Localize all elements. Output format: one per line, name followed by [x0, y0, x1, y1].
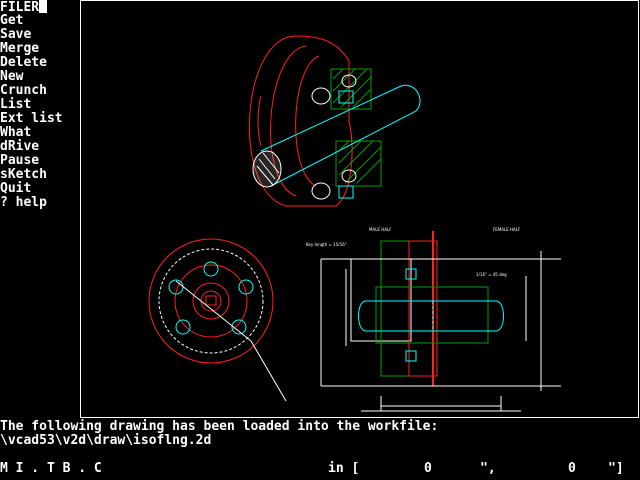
menu-item-ext-list[interactable]: Ext list [0, 111, 63, 126]
gap-note-label: 1/16" = 45 deg [476, 272, 507, 277]
message-line-1: The following drawing has been loaded in… [0, 419, 439, 434]
coord-x: 0 [424, 461, 432, 476]
coord-y: 0 [568, 461, 576, 476]
male-half-label: MALE HALF [369, 227, 392, 232]
menu-item-drive[interactable]: dRive [0, 139, 40, 154]
menu-item-quit[interactable]: Quit [0, 181, 32, 196]
menu-item-delete[interactable]: Delete [0, 55, 47, 70]
units-label: in [ [328, 461, 360, 476]
female-half-label: FEMALE HALF [493, 227, 521, 232]
menu-item-crunch[interactable]: Crunch [0, 83, 47, 98]
menu-item-what[interactable]: What [0, 125, 32, 140]
cad-drawing: MALE HALF FEMALE HALF Key length = 15/16… [148, 35, 561, 412]
front-view-flange [148, 238, 287, 402]
message-line-2: \vcad53\v2d\draw\isoflng.2d [0, 433, 212, 448]
menu-item-merge[interactable]: Merge [0, 41, 40, 56]
section-view: MALE HALF FEMALE HALF Key length = 15/16… [306, 227, 561, 412]
menu-item-get[interactable]: Get [0, 13, 24, 28]
coord-end: "] [608, 461, 624, 476]
menu-item-pause[interactable]: Pause [0, 153, 40, 168]
menu-title: FILER [0, 0, 48, 15]
key-length-label: Key length = 15/16" [306, 242, 347, 247]
status-mode: M I . T B . C [0, 461, 102, 476]
isometric-coupling [248, 35, 421, 207]
menu-item-new[interactable]: New [0, 69, 24, 84]
coord-separator: ", [480, 461, 496, 476]
drawing-viewport[interactable]: MALE HALF FEMALE HALF Key length = 15/16… [80, 0, 639, 418]
menu-item-sketch[interactable]: sKetch [0, 167, 47, 182]
menu-item-help[interactable]: ? help [0, 195, 47, 210]
menu-item-list[interactable]: List [0, 97, 32, 112]
text-cursor [39, 0, 48, 13]
menu-item-save[interactable]: Save [0, 27, 32, 42]
